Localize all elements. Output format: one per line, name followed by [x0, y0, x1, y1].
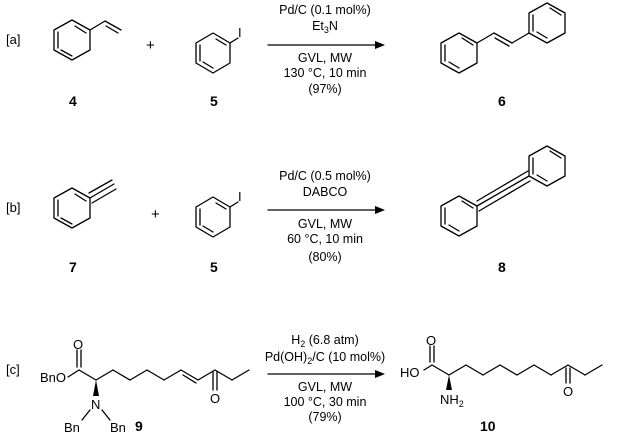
yield-text: (97%) — [308, 82, 341, 96]
iodine-atom: I — [238, 25, 242, 40]
benzyl-ester-oxygen: BnO — [40, 370, 66, 385]
plus-sign: + — [151, 206, 160, 223]
reaction-arrow-a — [267, 41, 385, 49]
reaction-arrow-b — [267, 206, 385, 214]
base-condition: Et3N — [312, 19, 338, 35]
compound-6-number: 6 — [498, 93, 506, 109]
iodobenzene-structure — [195, 196, 239, 238]
compound-9-number: 9 — [135, 418, 143, 434]
benzyl-group-1: Bn — [64, 420, 80, 435]
solvent-condition: GVL, MW — [298, 51, 352, 65]
solvent-condition: GVL, MW — [298, 380, 352, 394]
styrene-structure — [53, 19, 122, 61]
product-amine: NH2 — [440, 392, 464, 409]
compound-4-number: 4 — [69, 93, 77, 109]
temperature-time-condition: 100 °C, 30 min — [284, 395, 367, 409]
reaction-arrow-c — [267, 370, 385, 378]
catalyst-condition: Pd(OH)2/C (10 mol%) — [265, 350, 385, 366]
diphenylacetylene-structure — [440, 145, 566, 237]
scheme-c: [c] O Bn — [6, 333, 603, 435]
yield-text: (80%) — [308, 250, 341, 264]
protected-amino-ester-structure — [67, 349, 250, 421]
phenylacetylene-structure — [53, 179, 117, 229]
scheme-a: [a] 4 + I 5 Pd/C (0.1 mol%) E — [6, 2, 566, 109]
iodine-atom: I — [238, 189, 242, 204]
pressure-condition: H2 (6.8 atm) — [291, 333, 359, 349]
scheme-b-label: [b] — [6, 200, 20, 215]
product-hydroxyl: HO — [400, 365, 420, 380]
carbonyl-oxygen: O — [73, 337, 83, 352]
scheme-b: [b] 7 + I 5 Pd/C (0.5 mol%) D — [6, 145, 566, 275]
plus-sign: + — [146, 37, 155, 54]
compound-5-number: 5 — [210, 93, 218, 109]
product-ketone-oxygen: O — [563, 384, 573, 399]
compound-5-number: 5 — [210, 259, 218, 275]
amino-acid-product-structure — [423, 345, 603, 390]
yield-text: (79%) — [308, 410, 341, 424]
scheme-a-label: [a] — [6, 32, 20, 47]
catalyst-condition: Pd/C (0.1 mol%) — [279, 3, 371, 17]
base-condition: DABCO — [303, 185, 348, 199]
stilbene-structure — [440, 2, 566, 74]
solvent-condition: GVL, MW — [298, 217, 352, 231]
compound-10-number: 10 — [480, 418, 496, 434]
nitrogen-atom: N — [91, 397, 100, 412]
benzyl-group-2: Bn — [110, 420, 126, 435]
temperature-time-condition: 60 °C, 10 min — [287, 232, 363, 246]
catalyst-condition: Pd/C (0.5 mol%) — [279, 169, 371, 183]
ketone-oxygen: O — [210, 391, 220, 406]
temperature-time-condition: 130 °C, 10 min — [284, 66, 367, 80]
compound-7-number: 7 — [69, 259, 77, 275]
iodobenzene-structure — [195, 32, 239, 74]
product-carbonyl-oxygen: O — [426, 333, 436, 348]
compound-8-number: 8 — [498, 259, 506, 275]
scheme-c-label: [c] — [6, 362, 20, 377]
